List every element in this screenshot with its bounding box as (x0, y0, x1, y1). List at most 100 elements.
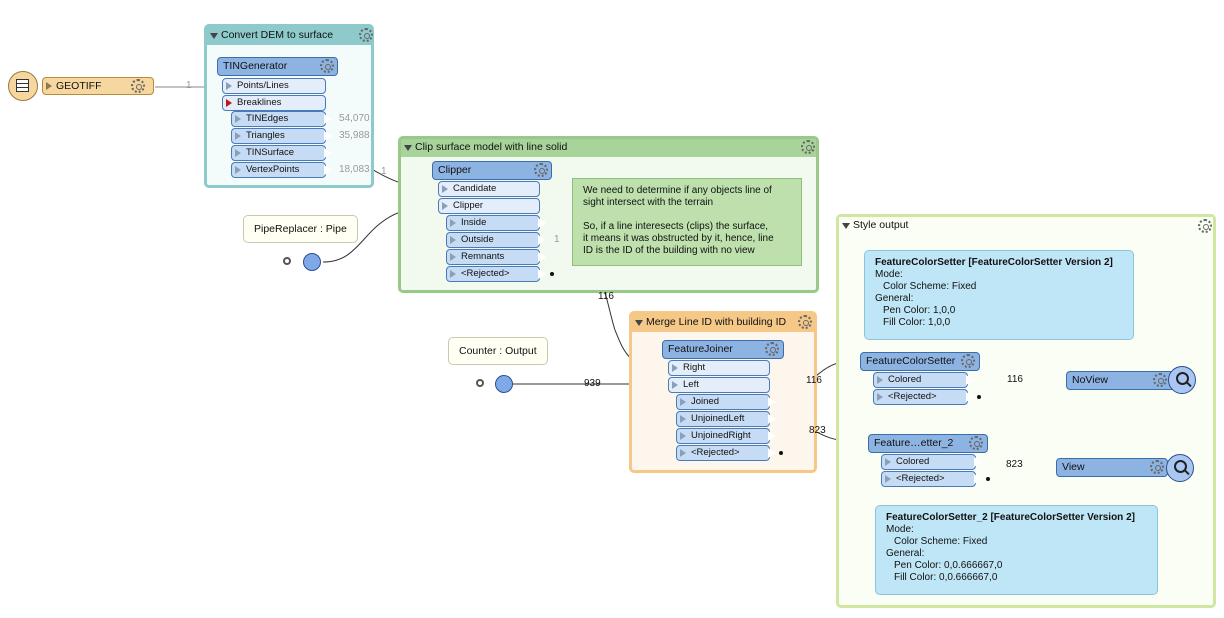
port-label: UnjoinedRight (691, 430, 751, 441)
counter-connector-icon (476, 379, 484, 387)
port-candidate[interactable]: Candidate (438, 181, 540, 197)
clipper-gear-icon[interactable] (534, 163, 548, 177)
view-writer[interactable]: View (1056, 458, 1168, 477)
noview-gear-icon[interactable] (1153, 373, 1167, 387)
reader-expand-icon[interactable] (46, 82, 52, 90)
note-line: Fill Color: 0,0.666667,0 (894, 572, 998, 583)
bookmark-header: Clip surface model with line solid (401, 139, 816, 157)
table-icon (16, 79, 29, 92)
port-setter2-colored[interactable]: Colored (881, 454, 976, 470)
port-points-lines[interactable]: Points/Lines (222, 78, 326, 94)
bookmark-title: Merge Line ID with building ID (646, 316, 787, 328)
pipe-replacer-label-box[interactable]: PipeReplacer : Pipe (243, 215, 358, 243)
clipper-title[interactable]: Clipper (432, 161, 552, 180)
bookmark-gear-icon[interactable] (798, 315, 812, 329)
port-setter2-rejected[interactable]: <Rejected> (881, 471, 976, 487)
port-inside[interactable]: Inside (446, 215, 540, 231)
count-joined-setter1: 116 (806, 375, 822, 386)
rejected-dot (986, 477, 990, 481)
note-line: Color Scheme: Fixed (883, 281, 977, 292)
featurejoiner-label: FeatureJoiner (668, 343, 733, 355)
port-tinsurface[interactable]: TINSurface (231, 145, 326, 161)
port-tinedges[interactable]: TINEdges (231, 111, 326, 127)
output-arrow-icon (965, 391, 974, 403)
port-label: Colored (888, 374, 922, 385)
port-label: UnjoinedLeft (691, 413, 745, 424)
port-left[interactable]: Left (668, 377, 770, 393)
collapse-icon[interactable] (404, 145, 412, 151)
reader-gear-icon[interactable] (131, 79, 145, 93)
port-label: Right (683, 362, 706, 373)
counter-label-box[interactable]: Counter : Output (448, 337, 548, 365)
featurecolorsetter2-title[interactable]: Feature…etter_2 (868, 434, 988, 453)
noview-writer[interactable]: NoView (1066, 371, 1178, 390)
bookmark-gear-icon[interactable] (359, 28, 373, 42)
count-outside: 1 (554, 234, 560, 245)
port-clipper[interactable]: Clipper (438, 198, 540, 214)
output-arrow-icon (323, 147, 332, 159)
collapse-icon[interactable] (842, 223, 850, 229)
note-line: Pen Color: 0,0.666667,0 (894, 560, 1003, 571)
output-arrow-icon (767, 396, 776, 408)
featurecolorsetter-gear-icon[interactable] (961, 354, 975, 368)
port-label: Joined (691, 396, 719, 407)
pipe-replacer-label: PipeReplacer : Pipe (254, 223, 347, 235)
note-line: So, if a line interesects (clips) the su… (583, 221, 769, 232)
bookmark-gear-icon[interactable] (801, 140, 815, 154)
count-inside-right: 116 (598, 291, 614, 302)
port-label: Inside (461, 217, 487, 228)
count-setter2-view: 823 (1006, 459, 1023, 470)
output-arrow-icon (537, 217, 546, 229)
featurejoiner-title[interactable]: FeatureJoiner (662, 340, 784, 359)
port-triangles[interactable]: Triangles (231, 128, 326, 144)
annotation-setter1-note[interactable]: FeatureColorSetter [FeatureColorSetter V… (864, 250, 1134, 340)
note-line: General: (875, 293, 914, 304)
note-line: General: (886, 548, 925, 559)
bookmark-gear-icon[interactable] (1198, 219, 1212, 233)
count-vertexpoints: 18,083 (339, 164, 370, 175)
port-joiner-rejected[interactable]: <Rejected> (676, 445, 770, 461)
featurejoiner-gear-icon[interactable] (765, 342, 779, 356)
view-gear-icon[interactable] (1150, 460, 1164, 474)
count-setter1-noview: 116 (1007, 374, 1023, 385)
port-label: <Rejected> (888, 391, 937, 402)
port-setter1-rejected[interactable]: <Rejected> (873, 389, 968, 405)
pipe-replacer-bubble[interactable] (303, 253, 321, 271)
collapse-icon[interactable] (635, 320, 643, 326)
annotation-clip-note[interactable]: We need to determine if any objects line… (572, 178, 802, 266)
output-arrow-icon (973, 456, 982, 468)
expand-icon (680, 415, 686, 423)
port-breaklines[interactable]: Breaklines (222, 95, 326, 111)
port-vertexpoints[interactable]: VertexPoints (231, 162, 326, 178)
counter-bubble[interactable] (495, 375, 513, 393)
port-unjoinedright[interactable]: UnjoinedRight (676, 428, 770, 444)
expand-icon (450, 219, 456, 227)
port-setter1-colored[interactable]: Colored (873, 372, 968, 388)
note-line: FeatureColorSetter [FeatureColorSetter V… (875, 257, 1113, 268)
reader-body: GEOTIFF (42, 77, 154, 95)
port-right[interactable]: Right (668, 360, 770, 376)
input-arrow-icon (672, 381, 678, 389)
port-outside[interactable]: Outside (446, 232, 540, 248)
port-joined[interactable]: Joined (676, 394, 770, 410)
note-line: Pen Color: 1,0,0 (883, 305, 956, 316)
port-label: VertexPoints (246, 164, 300, 175)
expand-icon (885, 458, 891, 466)
port-clipper-rejected[interactable]: <Rejected> (446, 266, 540, 282)
note-line: it means it was obstructed by it, hence,… (583, 233, 774, 244)
inspect-magnifier-icon[interactable] (1166, 454, 1194, 482)
counter-label: Counter : Output (459, 345, 537, 357)
port-unjoinedleft[interactable]: UnjoinedLeft (676, 411, 770, 427)
annotation-setter2-note[interactable]: FeatureColorSetter_2 [FeatureColorSetter… (875, 505, 1158, 595)
featurecolorsetter-title[interactable]: FeatureColorSetter (860, 352, 980, 371)
inspect-magnifier-icon[interactable] (1168, 366, 1196, 394)
featurecolorsetter2-gear-icon[interactable] (969, 436, 983, 450)
collapse-icon[interactable] (210, 33, 218, 39)
port-remnants[interactable]: Remnants (446, 249, 540, 265)
tingenerator-gear-icon[interactable] (320, 59, 334, 73)
bookmark-header: Merge Line ID with building ID (632, 314, 814, 332)
tingenerator-title[interactable]: TINGenerator (217, 57, 338, 76)
geotiff-reader[interactable]: GEOTIFF (8, 71, 154, 101)
note-line: sight intersect with the terrain (583, 197, 714, 208)
